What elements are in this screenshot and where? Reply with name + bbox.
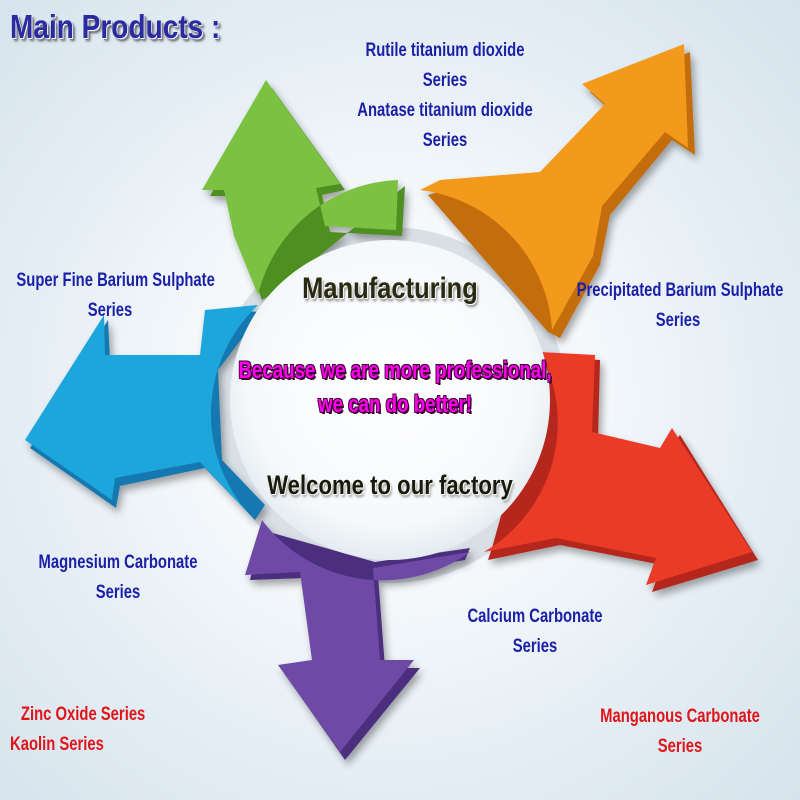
label-magnesium-carbonate: Magnesium Carbonate Series <box>38 552 198 603</box>
label-manganous-carbonate: Manganous Carbonate Series <box>600 706 760 757</box>
orange-arrow <box>420 44 695 338</box>
label-anatase: Anatase titanium dioxide <box>357 100 533 121</box>
label-rutile: Rutile titanium dioxide <box>365 40 525 61</box>
main-products-heading: Main Products : <box>10 8 221 45</box>
blue-arrow <box>25 305 265 520</box>
hub <box>230 240 550 560</box>
label-zinc-kaolin: Zinc Oxide Series Kaolin Series <box>10 704 146 755</box>
green-arrow <box>202 80 405 300</box>
purple-arrow <box>245 520 470 760</box>
label-superfine-barium: Super Fine Barium Sulphate Series <box>16 270 215 321</box>
slogan-line-1: Because we are more professional, <box>238 357 552 384</box>
label-precipitated-barium: Precipitated Barium Sulphate Series <box>576 280 784 331</box>
slogan-line-2: we can do better! <box>318 391 472 418</box>
label-calcium-carbonate: Calcium Carbonate Series <box>467 606 603 657</box>
manufacturing-title: Manufacturing <box>302 272 478 305</box>
label-rutile-series: Series <box>422 70 468 91</box>
welcome-text: Welcome to our factory <box>267 470 513 500</box>
red-arrow <box>484 352 758 592</box>
label-anatase-series: Series <box>422 130 468 151</box>
label-titanium-dioxide: Rutile titanium dioxide Series Anatase t… <box>332 36 558 156</box>
